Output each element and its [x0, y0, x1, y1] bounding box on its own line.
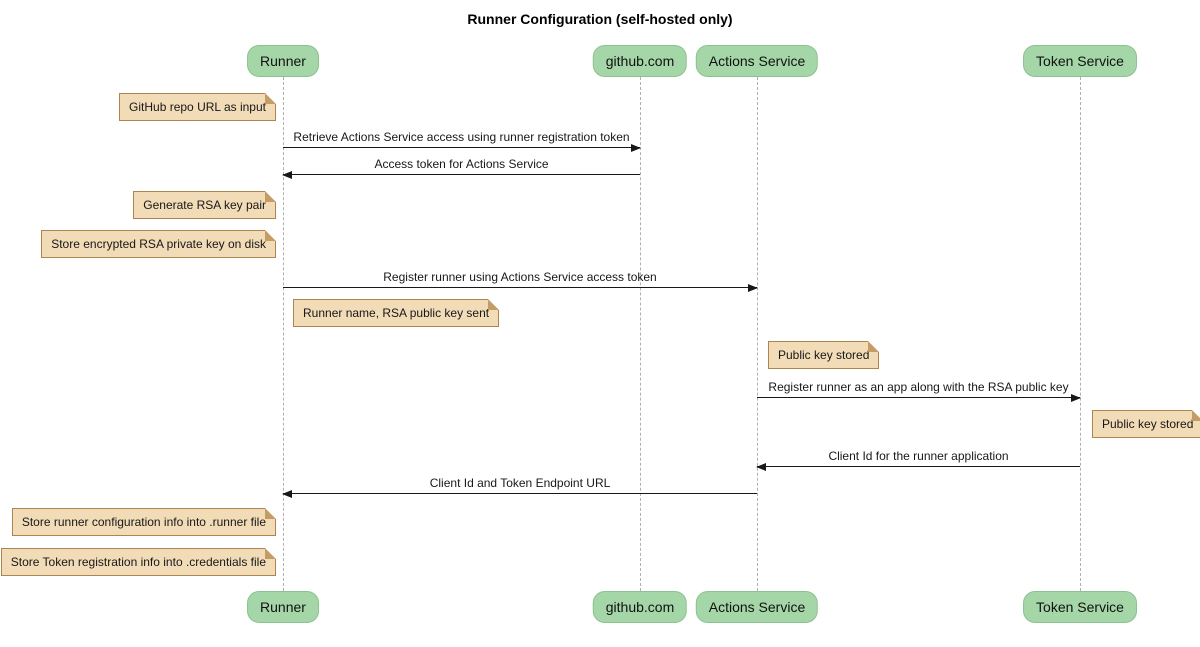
diagram-title: Runner Configuration (self-hosted only) — [467, 11, 733, 27]
message-label: Access token for Actions Service — [374, 157, 549, 171]
participant-github-top: github.com — [592, 45, 688, 77]
message-access-token-returned: Access token for Actions Service — [282, 157, 640, 179]
note-text: Store runner configuration info into .ru… — [21, 515, 266, 529]
note-text: GitHub repo URL as input — [129, 100, 266, 114]
note-runner-name-public-key-sent: Runner name, RSA public key sent — [293, 299, 500, 327]
note-store-encrypted-private-key: Store encrypted RSA private key on disk — [41, 230, 276, 258]
message-client-id-returned: Client Id for the runner application — [756, 449, 1080, 471]
note-fold-icon — [265, 548, 276, 559]
arrowhead-right-icon — [748, 283, 758, 292]
note-text: Generate RSA key pair — [143, 198, 266, 212]
message-label: Client Id for the runner application — [828, 449, 1009, 463]
arrowhead-left-icon — [282, 170, 292, 179]
note-text: Store encrypted RSA private key on disk — [51, 237, 266, 251]
message-label: Retrieve Actions Service access using ru… — [293, 130, 630, 144]
message-line — [283, 283, 758, 292]
note-fold-icon — [488, 299, 500, 310]
message-line — [757, 393, 1081, 402]
message-register-runner-as-app: Register runner as an app along with the… — [757, 380, 1081, 402]
note-fold-icon — [265, 230, 276, 241]
note-store-runner-file: Store runner configuration info into .ru… — [11, 508, 276, 536]
message-line — [282, 489, 757, 498]
note-fold-icon — [265, 191, 276, 202]
lifeline-github — [640, 77, 641, 591]
participant-token-service-bottom: Token Service — [1023, 591, 1137, 623]
note-text: Store Token registration info into .cred… — [10, 555, 266, 569]
arrowhead-right-icon — [631, 143, 641, 152]
message-line — [282, 170, 640, 179]
participant-runner-bottom: Runner — [247, 591, 319, 623]
lifeline-token-service — [1080, 77, 1081, 591]
note-generate-rsa-key-pair: Generate RSA key pair — [133, 191, 276, 219]
note-fold-icon — [265, 93, 276, 104]
note-text: Runner name, RSA public key sent — [303, 306, 490, 320]
note-fold-icon — [1192, 410, 1200, 421]
message-register-runner: Register runner using Actions Service ac… — [283, 270, 758, 292]
arrowhead-right-icon — [1071, 393, 1081, 402]
note-public-key-stored-token: Public key stored — [1092, 410, 1200, 438]
participant-actions-service-top: Actions Service — [695, 45, 819, 77]
arrowhead-left-icon — [282, 489, 292, 498]
message-label: Register runner as an app along with the… — [768, 380, 1069, 394]
participant-token-service-top: Token Service — [1023, 45, 1137, 77]
note-public-key-stored-actions: Public key stored — [768, 341, 880, 369]
message-line — [756, 462, 1080, 471]
message-retrieve-actions-service-access: Retrieve Actions Service access using ru… — [283, 130, 641, 152]
message-client-id-and-endpoint: Client Id and Token Endpoint URL — [282, 476, 757, 498]
note-fold-icon — [868, 341, 880, 352]
arrowhead-left-icon — [756, 462, 766, 471]
message-line — [283, 143, 641, 152]
lifeline-actions-service — [757, 77, 758, 591]
note-store-credentials-file: Store Token registration info into .cred… — [0, 548, 276, 576]
participant-actions-service-bottom: Actions Service — [695, 591, 819, 623]
participant-github-bottom: github.com — [592, 591, 688, 623]
lifeline-runner — [283, 77, 284, 591]
message-label: Client Id and Token Endpoint URL — [429, 476, 611, 490]
participant-runner-top: Runner — [247, 45, 319, 77]
note-fold-icon — [265, 508, 276, 519]
message-label: Register runner using Actions Service ac… — [383, 270, 657, 284]
note-text: Public key stored — [778, 348, 870, 362]
note-text: Public key stored — [1102, 417, 1194, 431]
note-github-repo-url-input: GitHub repo URL as input — [119, 93, 276, 121]
